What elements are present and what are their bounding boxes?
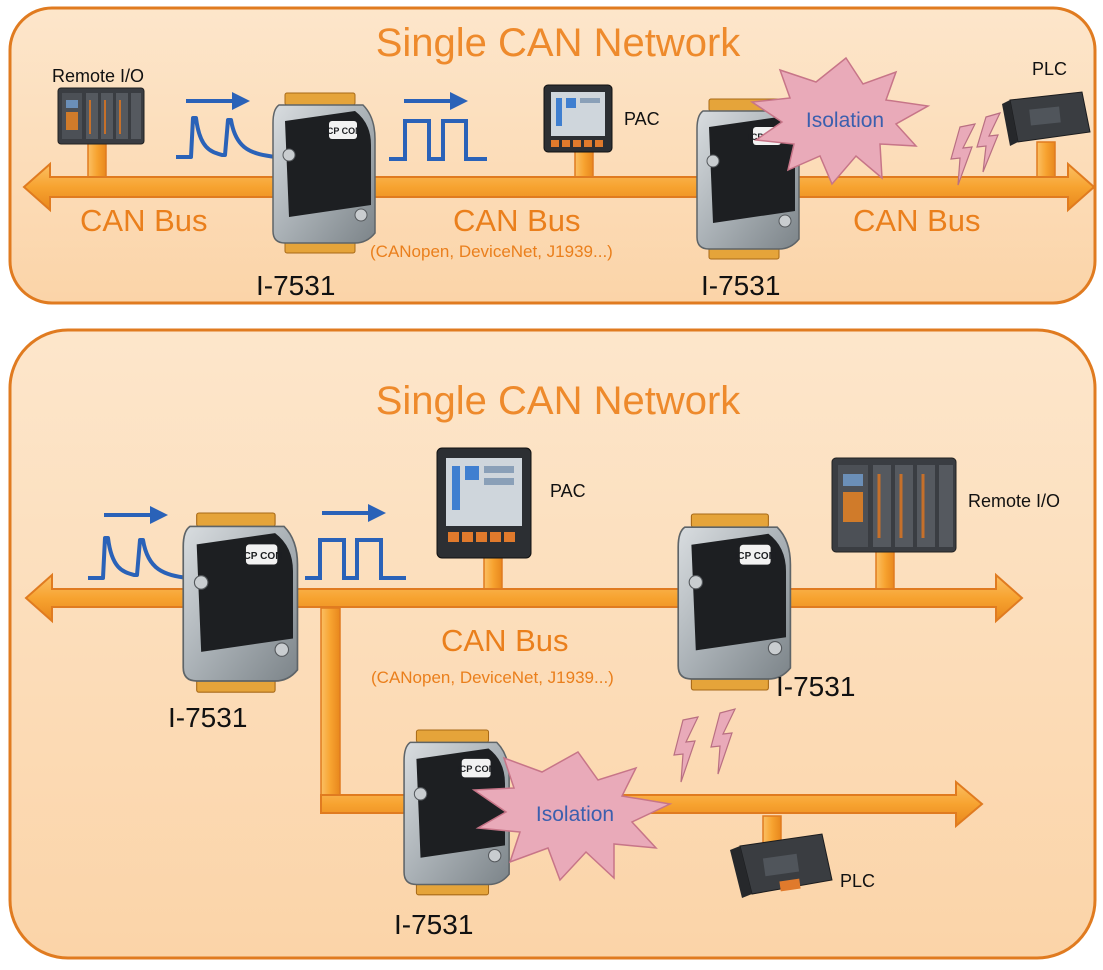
- top-bus-label-right: CAN Bus: [853, 203, 980, 238]
- bottom-branch-vertical: [320, 607, 341, 805]
- top-pac-label: PAC: [624, 109, 660, 129]
- svg-text:ICP CON: ICP CON: [457, 764, 496, 774]
- svg-text:ICP CON: ICP CON: [324, 126, 361, 136]
- bottom-bus-label: CAN Bus: [441, 623, 568, 658]
- bottom-drop-remote-io: [875, 548, 895, 591]
- top-pac-icon: [543, 84, 613, 153]
- top-converter-left-icon: ICP CON: [272, 92, 376, 254]
- bottom-can-bus-main-arrow: [24, 572, 1024, 624]
- bottom-converter-left-icon: ICP CON: [182, 512, 299, 693]
- bottom-isolation-burst-icon: [471, 751, 673, 882]
- top-drop-remote-io: [87, 139, 107, 179]
- top-noisy-signal-icon: [176, 92, 277, 159]
- top-drop-plc: [1036, 141, 1056, 179]
- top-converter-right-icon: ICP CON: [696, 98, 800, 260]
- bottom-remote-io-device-icon: [831, 457, 957, 553]
- bottom-converter-branch-icon: ICP CON: [403, 729, 510, 896]
- bottom-converter-branch-label: I-7531: [394, 909, 473, 940]
- top-isolation-burst-icon: [749, 56, 931, 186]
- bottom-pac-icon: [436, 447, 532, 559]
- bottom-pac-label: PAC: [550, 481, 586, 501]
- bottom-plc-icon: [730, 833, 833, 898]
- top-converter-right-label: I-7531: [701, 270, 780, 301]
- top-protocols-label: (CANopen, DeviceNet, J1939...): [370, 242, 613, 261]
- top-remote-io-label: Remote I/O: [52, 66, 144, 86]
- top-clean-signal-icon: [389, 92, 487, 161]
- bottom-panel: Single CAN Network ICP CON: [8, 328, 1097, 960]
- bottom-converter-right-icon: ICP CON: [677, 513, 792, 691]
- top-lightning-icon: [950, 112, 1002, 186]
- bottom-clean-signal-icon: [305, 504, 406, 580]
- top-isolation-label: Isolation: [806, 109, 884, 132]
- bottom-remote-io-label: Remote I/O: [968, 491, 1060, 511]
- top-plc-label: PLC: [1032, 59, 1067, 79]
- svg-text:ICP CON: ICP CON: [735, 551, 776, 562]
- bottom-plc-label: PLC: [840, 871, 875, 891]
- bottom-lightning-icon: [673, 708, 737, 783]
- top-bus-label-left: CAN Bus: [80, 203, 207, 238]
- top-plc-icon: [1002, 91, 1091, 146]
- bottom-panel-title: Single CAN Network: [376, 379, 742, 423]
- top-can-bus-arrow: [22, 161, 1096, 213]
- top-converter-left-label: I-7531: [256, 270, 335, 301]
- top-panel-title: Single CAN Network: [376, 21, 742, 65]
- bottom-converter-right-label: I-7531: [776, 671, 855, 702]
- svg-text:ICP CON: ICP CON: [241, 551, 283, 562]
- bottom-protocols-label: (CANopen, DeviceNet, J1939...): [371, 668, 614, 687]
- top-bus-label-mid: CAN Bus: [453, 203, 580, 238]
- bottom-noisy-signal-icon: [88, 506, 189, 580]
- top-panel: Single CAN Network Remote I/O: [8, 6, 1097, 305]
- bottom-drop-pac: [483, 552, 503, 591]
- remote-io-device-icon: [57, 87, 145, 145]
- bottom-isolation-label: Isolation: [536, 803, 614, 826]
- bottom-converter-left-label: I-7531: [168, 702, 247, 733]
